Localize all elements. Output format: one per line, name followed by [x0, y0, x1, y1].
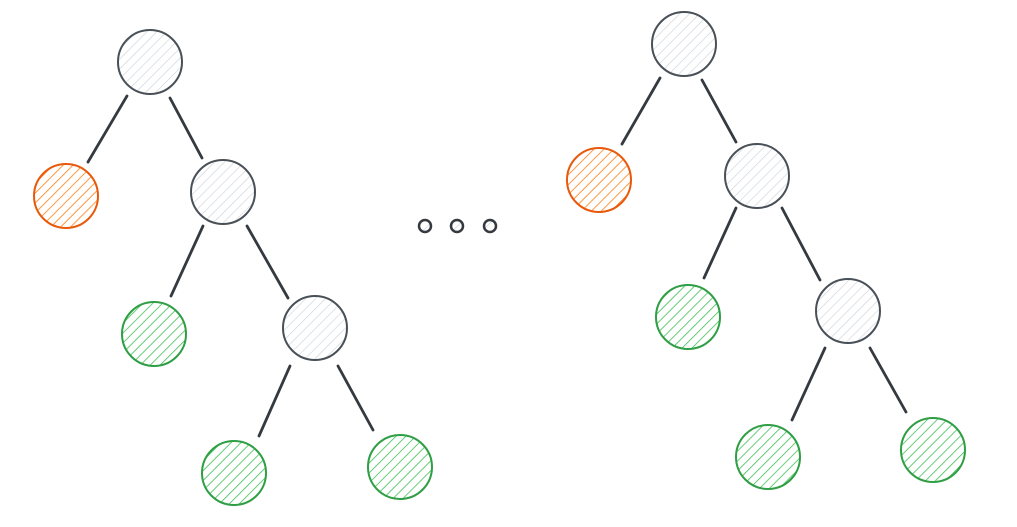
ellipsis-icon — [417, 218, 498, 234]
tree-edge — [620, 76, 662, 146]
tree-edge — [257, 364, 292, 438]
tree-edge — [245, 224, 290, 300]
tree-node-green — [655, 284, 721, 350]
tree-node-gray — [651, 11, 717, 77]
tree-node-green — [367, 434, 433, 500]
tree-edge — [702, 206, 738, 280]
tree-node-gray — [190, 159, 256, 225]
tree-edge — [169, 224, 205, 298]
tree-edge — [790, 346, 827, 422]
tree-edge — [168, 96, 204, 160]
nodes — [33, 11, 966, 506]
tree-node-green — [900, 417, 966, 483]
ellipsis-dot — [449, 218, 465, 234]
tree-edge — [780, 206, 822, 282]
edges — [86, 76, 908, 438]
tree-edge — [700, 78, 738, 144]
ellipsis-dot — [482, 218, 498, 234]
ellipsis-dot — [417, 218, 433, 234]
tree-edge — [868, 346, 908, 414]
tree-node-green — [121, 301, 187, 367]
tree-node-green — [735, 424, 801, 490]
tree-node-gray — [815, 278, 881, 344]
tree-node-gray — [282, 295, 348, 361]
tree-node-green — [201, 440, 267, 506]
tree-node-gray — [724, 143, 790, 209]
tree-edge — [86, 94, 129, 164]
tree-node-gray — [117, 29, 183, 95]
tree-node-orange — [33, 163, 99, 229]
tree-node-orange — [566, 147, 632, 213]
tree-edge — [336, 364, 375, 432]
